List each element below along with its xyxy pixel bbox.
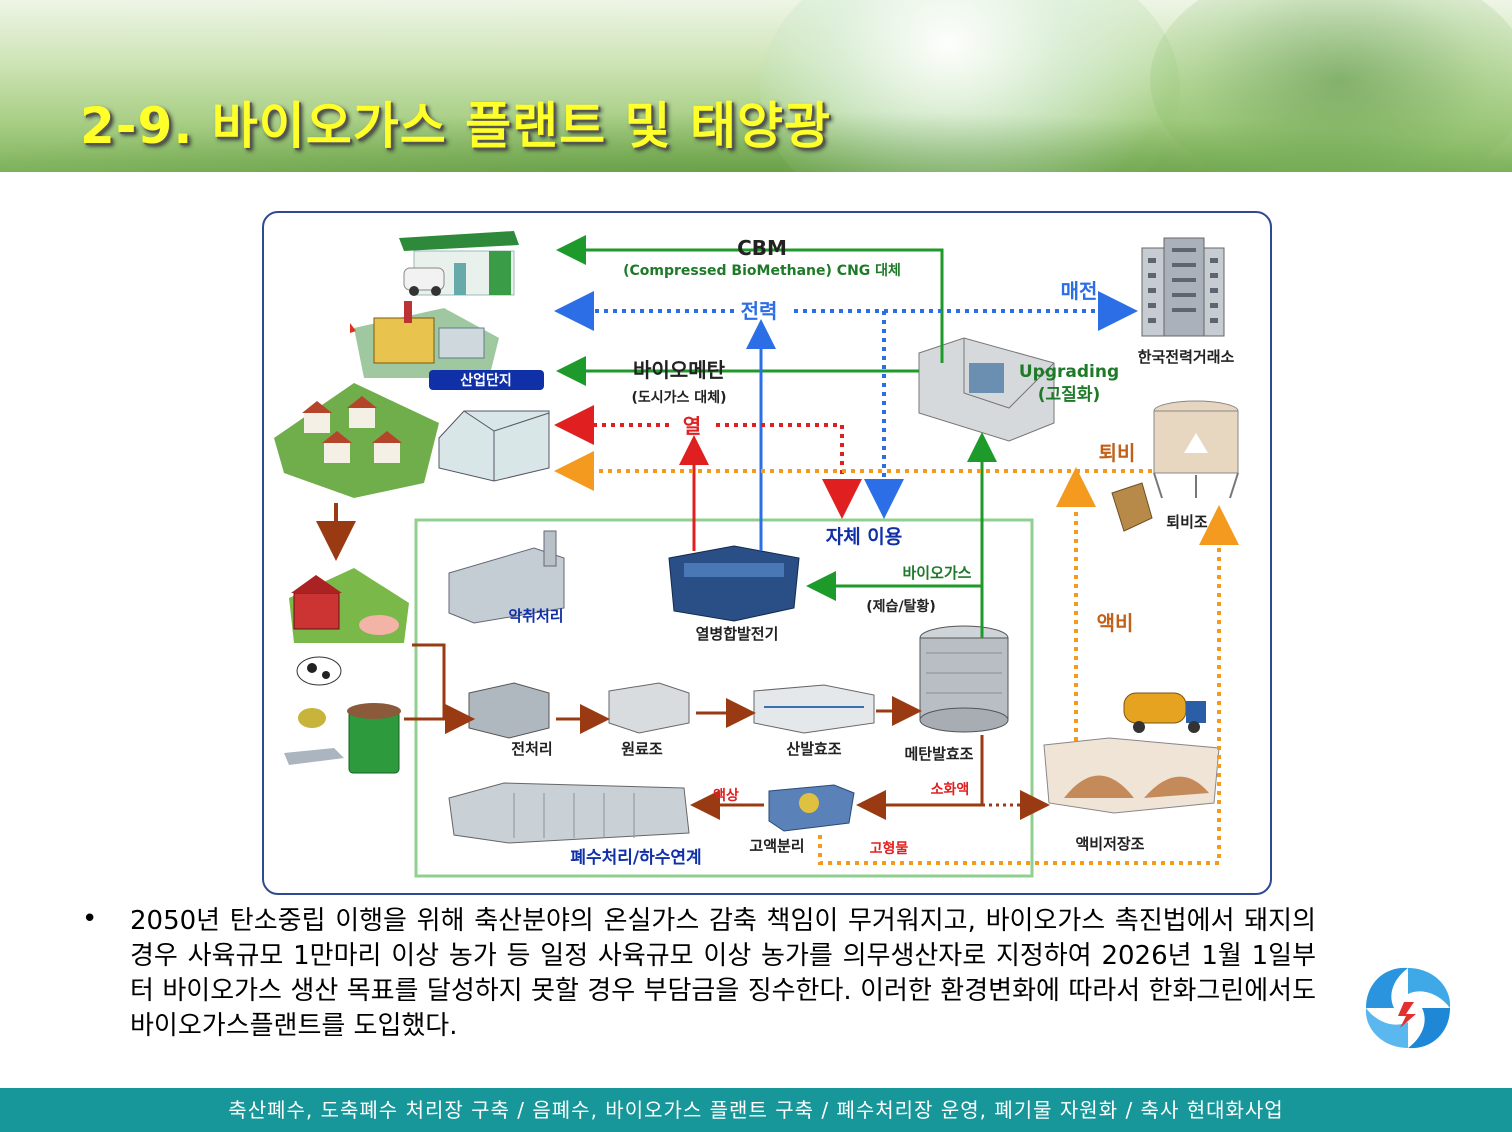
company-logo — [1346, 962, 1470, 1054]
chp-label: 열병합발전기 — [696, 625, 779, 643]
footer-bar: 축산폐수, 도축폐수 처리장 구축 / 음폐수, 바이오가스 플랜트 구축 / … — [0, 1088, 1512, 1132]
apartment-illustration — [1141, 237, 1225, 337]
odor-treatment-illustration — [448, 530, 565, 624]
acid-tank-label: 산발효조 — [786, 740, 841, 758]
methane-tank-label: 메탄발효조 — [904, 745, 973, 763]
wastewater-facility-illustration — [448, 782, 690, 844]
greenhouse-illustration — [438, 410, 550, 482]
industrial-label-bg — [429, 370, 544, 390]
storage-tank-illustration — [1043, 737, 1220, 814]
compost-label: 퇴비 — [1099, 441, 1136, 465]
globe-decoration — [760, 0, 1180, 172]
kpx-label: 한국전력거래소 — [1138, 348, 1235, 366]
gas-station-illustration — [399, 231, 519, 296]
pretreatment-illustration — [468, 682, 550, 739]
onsite-plant-box — [414, 518, 1034, 878]
compost-tank-illustration — [1153, 400, 1239, 499]
liquid-phase-label: 액상 — [713, 787, 739, 804]
compost-bag-illustration — [1111, 482, 1153, 532]
solid-to-compost-arrow — [818, 505, 1239, 865]
bullet-marker: • — [82, 904, 98, 934]
compost-tank-label: 퇴비조 — [1166, 513, 1208, 531]
industrial-complex-illustration: 산업단지 — [350, 301, 544, 390]
biomethane-sub-label: (도시가스 대체) — [632, 390, 727, 406]
page-title: 2-9. 바이오가스 플랜트 및 태양광 — [80, 97, 831, 155]
industrial-label: 산업단지 — [460, 372, 512, 389]
heat-label: 열 — [683, 414, 701, 438]
separation-label: 고액분리 — [749, 837, 804, 855]
power-label: 전력 — [741, 299, 778, 323]
pretreat-label: 전처리 — [511, 740, 552, 758]
raw-tank-label: 원료조 — [621, 740, 663, 758]
food-waste-illustration — [284, 703, 401, 774]
wastewater-label: 폐수처리/하수연계 — [570, 848, 701, 868]
biogas-plant-diagram: 산업단지 — [262, 211, 1272, 895]
cbm-label: CBM — [737, 236, 787, 260]
storage-label: 액비저장조 — [1075, 835, 1144, 853]
digestate-label: 소화액 — [931, 781, 970, 798]
self-use-label: 자체 이용 — [826, 526, 903, 548]
upgrading-label: Upgrading — [1019, 362, 1119, 382]
header-banner: 2-9. 바이오가스 플랜트 및 태양광 — [0, 0, 1512, 172]
chp-engine-illustration — [668, 545, 800, 622]
diagram-canvas: 산업단지 — [274, 231, 1239, 878]
raw-tank-illustration — [608, 682, 690, 734]
acid-tank-illustration — [753, 684, 875, 734]
farm-illustration — [289, 568, 409, 686]
sale-label: 매전 — [1061, 279, 1098, 303]
tanker-truck-illustration — [1123, 692, 1206, 733]
odor-label: 악취처리 — [508, 607, 563, 625]
heat-self-use-arrow — [716, 423, 862, 519]
farm-to-pretreat-arrow — [412, 643, 475, 734]
liquid-fert-label: 액비 — [1097, 611, 1134, 635]
biomethane-label: 바이오메탄 — [633, 358, 726, 382]
bullet-paragraph: 2050년 탄소중립 이행을 위해 축산분야의 온실가스 감축 책임이 무거워지… — [130, 906, 1316, 1041]
dehum-label: (제습/탈황) — [866, 598, 935, 615]
biogas-label: 바이오가스 — [902, 564, 971, 582]
separator-illustration — [768, 784, 855, 832]
cbm-sub-label: (Compressed BioMethane) CNG 대체 — [623, 263, 901, 279]
village-illustration — [274, 383, 439, 498]
upgrading-unit-illustration — [918, 337, 1055, 442]
cbm-flow-arrow — [556, 235, 944, 363]
methane-digester-illustration — [919, 625, 1009, 733]
upgrading-sub-label: (고질화) — [1038, 384, 1100, 405]
solid-label: 고형물 — [870, 840, 909, 857]
leaf-decoration — [1150, 0, 1512, 172]
